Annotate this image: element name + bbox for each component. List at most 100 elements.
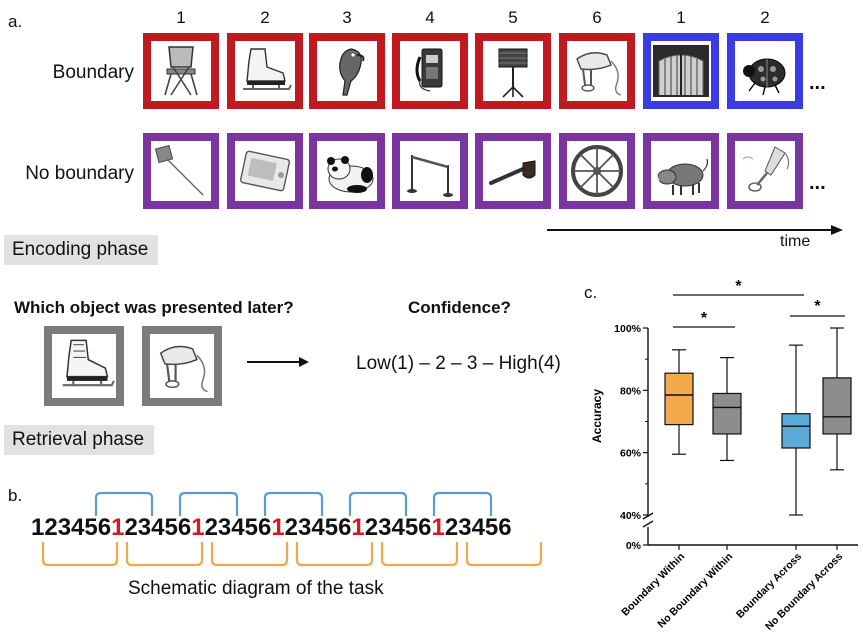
parrot-image	[309, 33, 385, 109]
panel-b-caption: Schematic diagram of the task	[128, 578, 384, 599]
box-no-boundary-within	[712, 357, 742, 550]
warthog-image	[643, 133, 719, 209]
y-tick-label: 60%	[620, 448, 642, 460]
hand-mixer-image	[559, 33, 635, 109]
confidence-title: Confidence?	[408, 298, 511, 317]
panel-c-letter: c.	[584, 283, 598, 302]
fly-swatter-icon	[154, 144, 204, 196]
top-brackets	[94, 491, 493, 516]
bottom-bracket	[210, 542, 289, 567]
box-iqr	[712, 392, 742, 435]
boundary-row-label: Boundary	[52, 62, 134, 83]
boundary-digit: 1	[111, 514, 125, 541]
hand-mixer-icon	[159, 345, 208, 393]
wagon-wheel-icon	[571, 145, 623, 197]
digit-group: 23456	[204, 514, 272, 541]
boundary-ellipsis: ...	[809, 72, 826, 94]
bottom-bracket	[465, 542, 543, 567]
y-tick-label: 100%	[614, 323, 642, 335]
significance-star: *	[735, 278, 742, 295]
tablet-image	[227, 133, 303, 209]
top-bracket	[348, 491, 408, 516]
boundary-digit: 1	[271, 514, 285, 541]
warthog-icon	[656, 158, 709, 195]
time-arrow	[547, 225, 843, 235]
pipe-image	[475, 133, 551, 209]
object-number: 6	[592, 8, 602, 27]
ladybug-icon	[743, 58, 786, 96]
box-iqr	[664, 372, 694, 426]
payphone-image	[392, 33, 468, 109]
object-number: 5	[508, 8, 518, 27]
significance-star: *	[701, 310, 708, 327]
top-bracket	[94, 491, 154, 516]
no-boundary-row-label: No boundary	[25, 163, 134, 184]
parrot-icon	[339, 48, 365, 96]
fly-swatter-image	[143, 133, 219, 209]
ice-skate-icon	[243, 48, 292, 90]
digit-group: 23456	[284, 514, 352, 541]
music-stand-image	[475, 33, 551, 109]
hand-mixer-icon	[576, 52, 622, 96]
box-iqr	[781, 413, 811, 449]
wagon-wheel-image	[559, 133, 635, 209]
top-bracket	[432, 491, 493, 516]
bottom-brackets	[41, 542, 543, 567]
ice-skate-icon	[62, 339, 115, 387]
object-number: 4	[425, 8, 435, 27]
no-boundary-ellipsis: ...	[809, 172, 826, 194]
bottom-bracket	[41, 542, 119, 567]
stanchion-icon	[407, 155, 453, 197]
retrieval-option-1	[44, 326, 124, 406]
boundary-digit: 1	[351, 514, 365, 541]
blender-image	[727, 133, 803, 209]
axis-break-mark	[642, 520, 654, 528]
tablet-icon	[240, 150, 290, 192]
encoding-phase-label: Encoding phase	[4, 235, 159, 265]
retrieval-phase-label: Retrieval phase	[4, 425, 155, 455]
box-no-boundary-across	[822, 327, 852, 550]
significance-star: *	[814, 298, 821, 315]
bottom-bracket	[125, 542, 204, 567]
confidence-scale: Low(1) – 2 – 3 – High(4)	[356, 353, 561, 374]
boundary-digit: 1	[191, 514, 205, 541]
ice-skate-image	[227, 33, 303, 109]
retrieval-question: Which object was presented later?	[14, 298, 294, 317]
panda-image	[309, 133, 385, 209]
digit-sequence: 123456123456123456123456123456123456	[31, 514, 512, 542]
sequence-brackets	[41, 491, 543, 567]
top-bracket	[263, 491, 324, 516]
panel-a-letter: a.	[8, 12, 23, 31]
y-tick-label: 0%	[626, 540, 642, 552]
music-stand-icon	[498, 48, 528, 98]
bottom-bracket	[380, 542, 459, 567]
axis-break-mark	[642, 512, 654, 520]
boundary-digit: 1	[431, 514, 445, 541]
top-bracket	[178, 491, 239, 516]
y-axis-label: Accuracy	[590, 389, 604, 443]
object-number: 1	[176, 8, 186, 27]
y-tick-label: 40%	[620, 510, 642, 522]
retrieval-option-2	[142, 326, 222, 406]
digit-group: 23456	[364, 514, 432, 541]
box-boundary-across	[781, 344, 811, 550]
gate-icon	[653, 45, 709, 97]
object-number: 3	[342, 8, 352, 27]
x-tick-label: No Boundary Across	[763, 551, 845, 633]
stanchion-image	[392, 133, 468, 209]
box-boundary-within	[664, 349, 694, 550]
y-tick-label: 80%	[620, 385, 642, 397]
payphone-icon	[415, 48, 443, 92]
time-label: time	[780, 233, 811, 250]
box-iqr	[822, 377, 852, 435]
pipe-icon	[489, 160, 536, 185]
retrieval-arrow	[247, 357, 309, 367]
digit-group: 23456	[444, 514, 512, 541]
folding-chair-image	[143, 33, 219, 109]
panel-b-letter: b.	[8, 486, 23, 505]
digit-group: 23456	[124, 514, 192, 541]
bottom-bracket	[295, 542, 374, 567]
panda-icon	[327, 156, 374, 193]
ladybug-image	[727, 33, 803, 109]
